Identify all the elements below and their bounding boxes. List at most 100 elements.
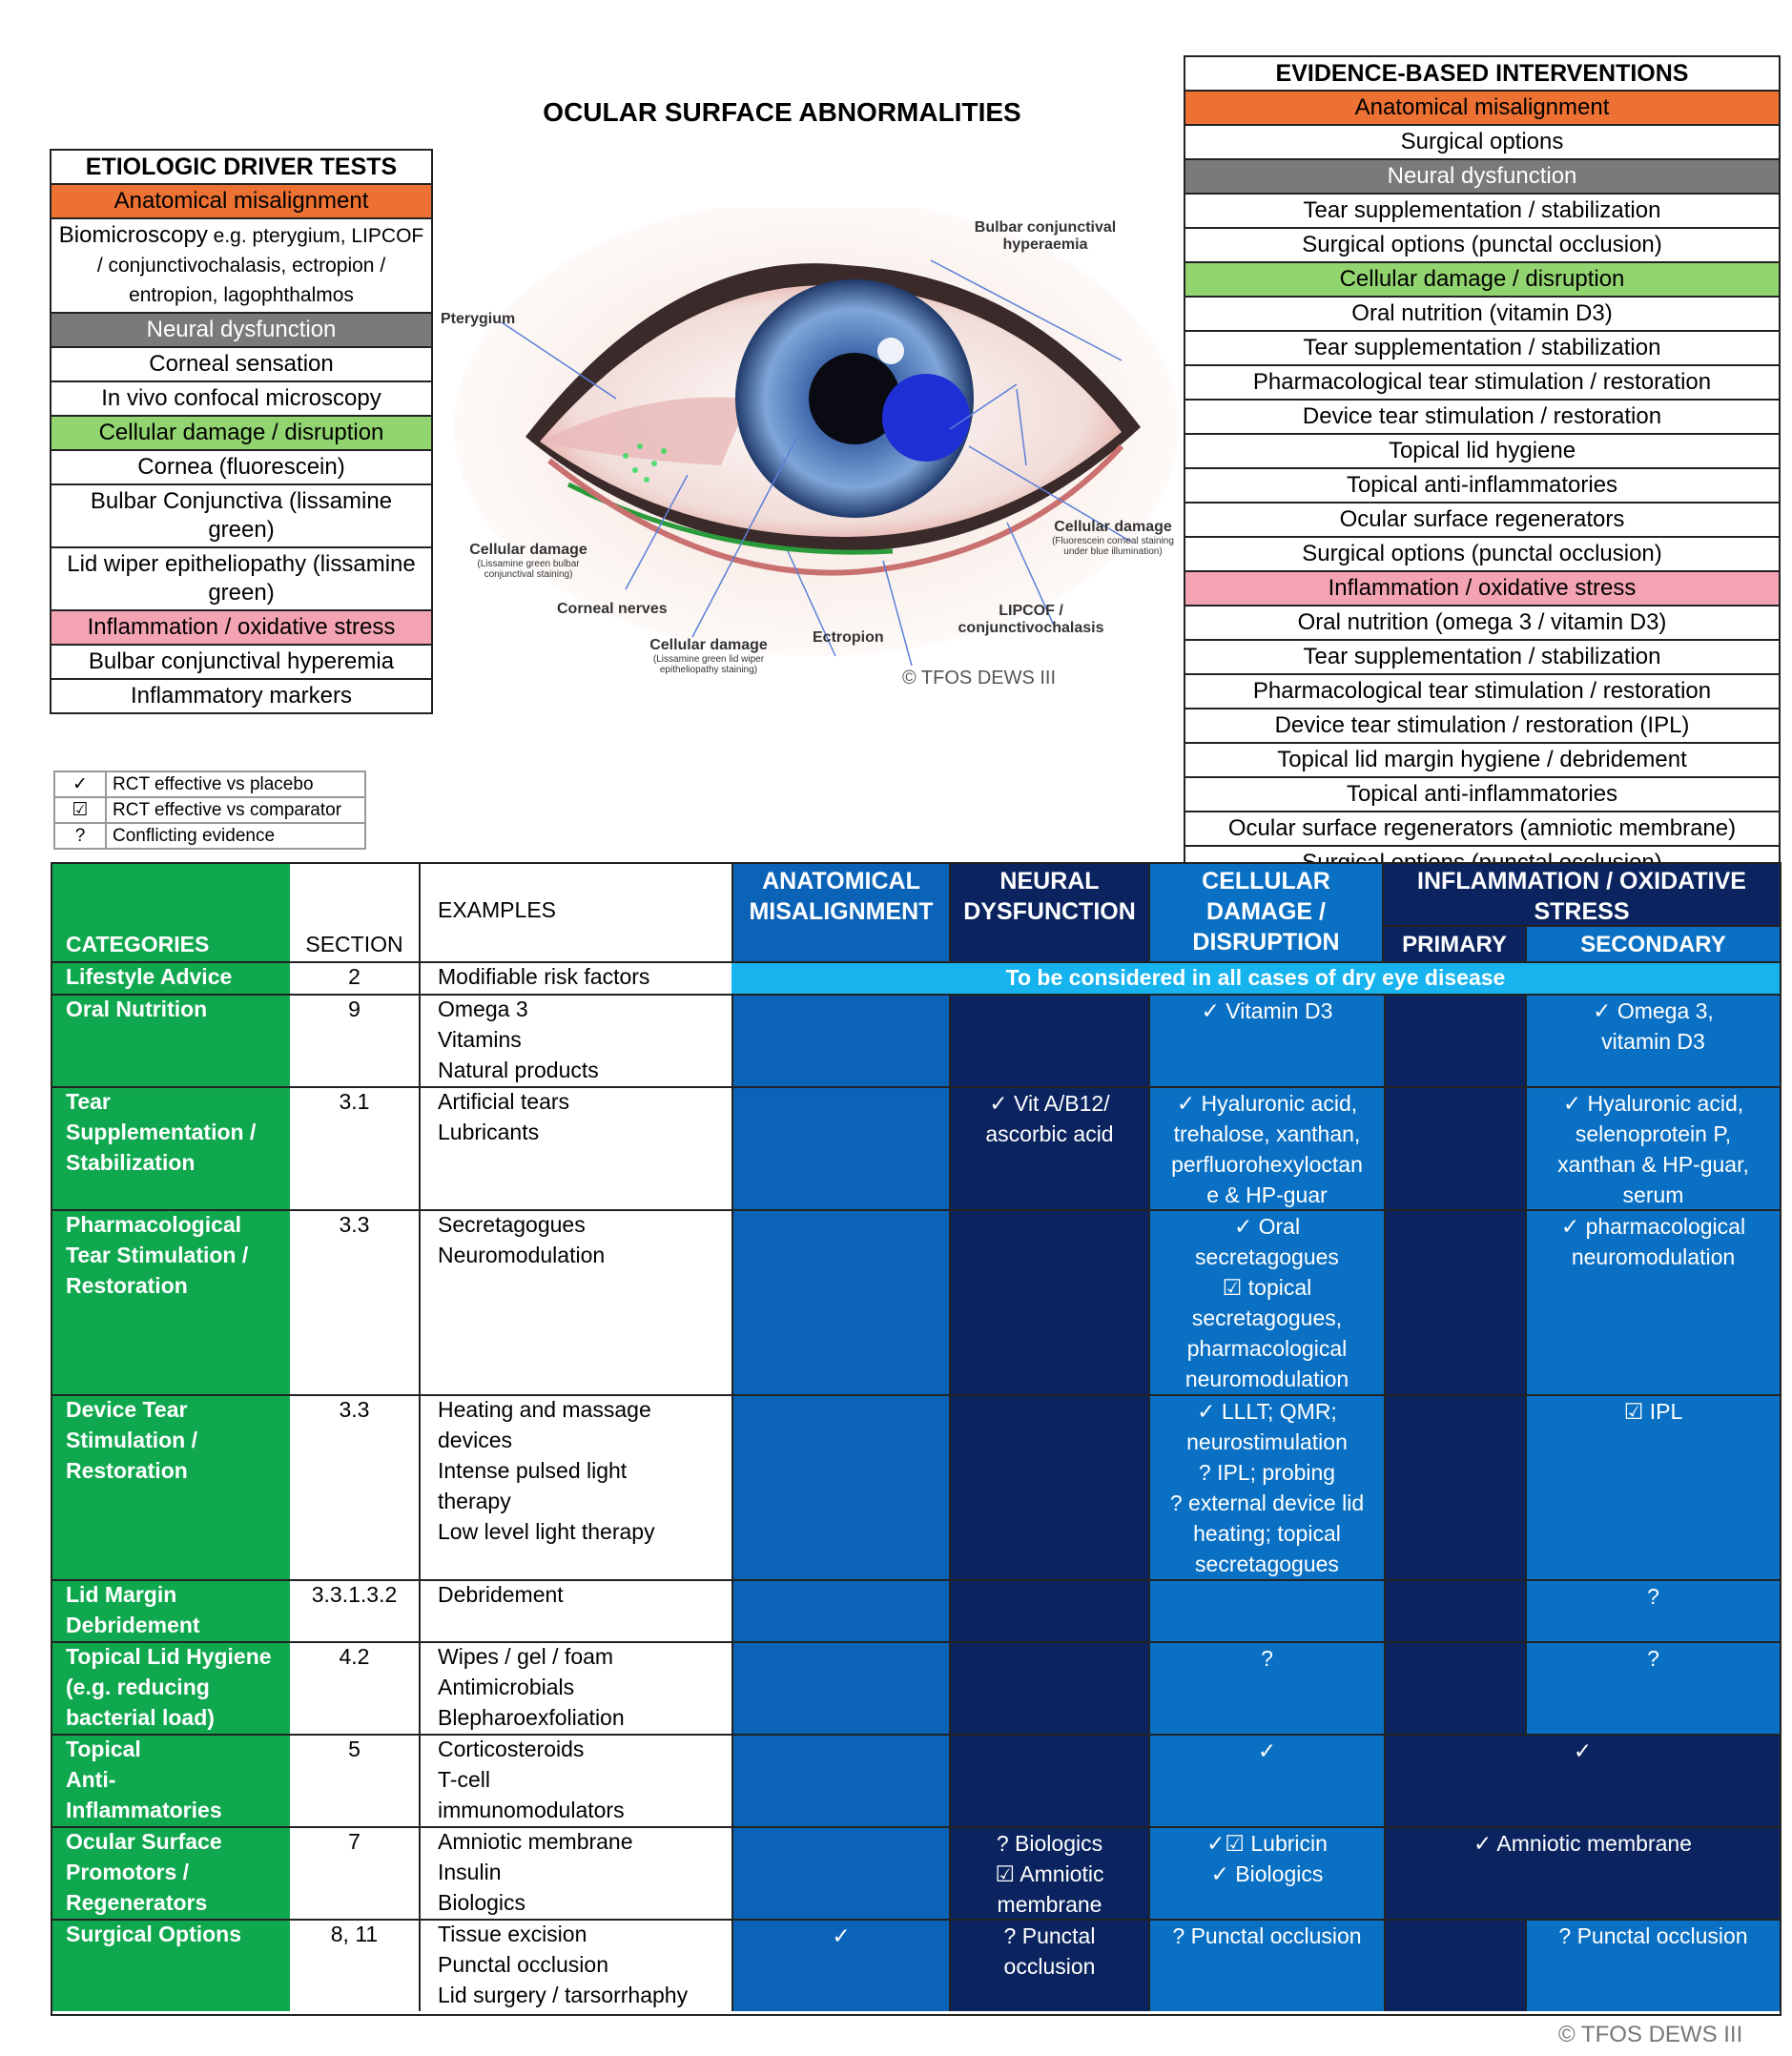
pterygium-label: Pterygium [441,311,516,327]
interventions-row-text: Surgical options (punctal occlusion) [1302,541,1662,566]
matrix-cell-c5: ? Punctal occlusion [1525,1919,1780,2011]
matrix-section: 8, 11 [290,1919,421,2011]
interventions-row-text: Cellular damage / disruption [1339,266,1625,292]
matrix-row-divider [52,1919,1780,1921]
etiologic-row-text: Cellular damage / disruption [98,420,384,445]
matrix-section: 3.3 [290,1394,421,1579]
cellular-damage-left-label: Cellular damage (Lissamine green bulbar … [462,542,595,580]
matrix-section: 3.3 [290,1209,421,1394]
matrix-examples: Modifiable risk factors [421,961,731,994]
interventions-row-text: Surgical options (punctal occlusion) [1302,232,1662,257]
etiologic-row: In vivo confocal microscopy [51,380,431,415]
header-secondary: SECONDARY [1525,925,1780,961]
ocular-surface-title: OCULAR SURFACE ABNORMALITIES [543,97,1021,127]
lifestyle-note: To be considered in all cases of dry eye… [731,961,1780,994]
matrix-category: Topical Lid Hygiene (e.g. reducing bacte… [52,1641,290,1734]
matrix-section: 3.3.1.3.2 [290,1579,421,1641]
matrix-cell-c1 [731,1641,949,1734]
etiologic-row: Inflammatory markers [51,678,431,712]
matrix-cell-c4 [1384,994,1525,1086]
etiologic-row: Neural dysfunction [51,312,431,346]
matrix-category: Lid Margin Debridement [52,1579,290,1641]
matrix-cell-c3: ✓ [1148,1734,1384,1826]
etiologic-row-text: Biomicroscopy [58,222,208,248]
interventions-row: Tear supplementation / stabilization [1185,330,1779,364]
interventions-row: Surgical options [1185,124,1779,158]
matrix-cell-c2 [949,1579,1148,1641]
etiologic-row-detail: e.g. pterygium, LIPCOF / conjunctivochal… [96,225,424,306]
matrix-examples: Amniotic membrane Insulin Biologics [421,1826,731,1919]
matrix-examples: Corticosteroids T-cell immunomodulators [421,1734,731,1826]
etiologic-row: Bulbar conjunctival hyperemia [51,644,431,678]
matrix-cell-inflammation-combined: ✓ [1384,1734,1780,1826]
matrix-row-divider [52,1209,1780,1211]
legend-symbol: ☑ [55,798,107,822]
etiologic-row-text: Bulbar Conjunctiva (lissamine green) [90,488,393,543]
matrix-cell-c1 [731,1394,949,1579]
matrix-examples: Heating and massage devices Intense puls… [421,1394,731,1579]
matrix-examples: Debridement [421,1579,731,1641]
matrix-examples: Secretagogues Neuromodulation [421,1209,731,1394]
matrix-cell-c5: ✓ pharmacological neuromodulation [1525,1209,1780,1394]
header-inflammation: INFLAMMATION / OXIDATIVE STRESS [1384,864,1780,925]
etiologic-row: Cellular damage / disruption [51,415,431,449]
matrix-cell-c3: ✓ LLLT; QMR; neurostimulation ? IPL; pro… [1148,1394,1384,1579]
header-anatomical: ANATOMICAL MISALIGNMENT [731,864,949,961]
matrix-category: Tear Supplementation / Stabilization [52,1086,290,1209]
bulbar-hyperaemia-label: Bulbar conjunctival hyperaemia [974,219,1117,253]
matrix-category: Ocular Surface Promotors / Regenerators [52,1826,290,1919]
etiologic-row-text: Inflammation / oxidative stress [87,614,396,640]
interventions-row: Neural dysfunction [1185,158,1779,193]
matrix-section: 2 [290,961,421,994]
interventions-row-text: Tear supplementation / stabilization [1303,644,1661,669]
figure-copyright: © TFOS DEWS III [902,668,1057,689]
matrix-cell-c3 [1148,1579,1384,1641]
ectropion-label: Ectropion [813,629,884,646]
matrix-cell-c5: ✓ Omega 3, vitamin D3 [1525,994,1780,1086]
matrix-row-divider [52,961,1780,963]
cellular-damage-right-sub: (Fluorescein corneal staining under blue… [1052,536,1174,557]
matrix-section: 4.2 [290,1641,421,1734]
cellular-damage-right-label: Cellular damage (Fluorescein corneal sta… [1051,519,1175,557]
matrix-cell-c4 [1384,1579,1525,1641]
etiologic-row-text: Bulbar conjunctival hyperemia [88,648,395,674]
matrix-cell-c5: ✓ Hyaluronic acid, selenoprotein P, xant… [1525,1086,1780,1209]
etiologic-row-text: Corneal sensation [149,351,334,377]
interventions-row: Pharmacological tear stimulation / resto… [1185,673,1779,708]
lipcof-label: LIPCOF / conjunctivochalasis [958,603,1104,636]
matrix-row-divider [52,1641,1780,1643]
matrix-cell-c3: ? [1148,1641,1384,1734]
matrix-category: Topical Anti- Inflammatories [52,1734,290,1826]
matrix-category: Surgical Options [52,1919,290,2011]
legend-row: ✓RCT effective vs placebo [55,772,364,796]
cellular-damage-bottom-title: Cellular damage [649,637,768,653]
interventions-row-text: Oral nutrition (omega 3 / vitamin D3) [1297,609,1667,635]
matrix-cell-c3: ✓ Oral secretagogues ☑ topical secretago… [1148,1209,1384,1394]
cellular-damage-bottom-label: Cellular damage (Lissamine green lid wip… [637,637,780,675]
header-cellular: CELLULAR DAMAGE / DISRUPTION [1148,864,1384,961]
interventions-row-text: Ocular surface regenerators (amniotic me… [1227,815,1737,841]
interventions-row: Topical lid hygiene [1185,433,1779,467]
interventions-row: Surgical options (punctal occlusion) [1185,536,1779,570]
interventions-row: Ocular surface regenerators [1185,502,1779,536]
etiologic-row: Bulbar Conjunctiva (lissamine green) [51,483,431,546]
matrix-cell-c3: ✓ Hyaluronic acid, trehalose, xanthan, p… [1148,1086,1384,1209]
matrix-cell-c2: ? Biologics ☑ Amniotic membrane [949,1826,1148,1919]
interventions-row-text: Tear supplementation / stabilization [1303,197,1661,223]
eye-illustration: Bulbar conjunctival hyperaemia Pterygium… [435,198,1179,713]
interventions-row-text: Topical anti-inflammatories [1346,781,1618,807]
matrix-cell-c4 [1384,1919,1525,2011]
legend-symbol: ✓ [55,772,107,796]
cellular-damage-bottom-sub: (Lissamine green lid wiper epitheliopath… [652,654,765,675]
matrix-cell-c2: ✓ Vit A/B12/ ascorbic acid [949,1086,1148,1209]
legend-text: Conflicting evidence [113,826,276,846]
footer-copyright: © TFOS DEWS III [1558,2022,1743,2047]
matrix-cell-c2: ? Punctal occlusion [949,1919,1148,2011]
interventions-row: Tear supplementation / stabilization [1185,639,1779,673]
legend-row: ☑RCT effective vs comparator [55,796,364,822]
interventions-row: Device tear stimulation / restoration (I… [1185,708,1779,742]
matrix-row-divider [52,1734,1780,1736]
etiologic-row: Inflammation / oxidative stress [51,609,431,644]
matrix-examples: Omega 3 Vitamins Natural products [421,994,731,1086]
